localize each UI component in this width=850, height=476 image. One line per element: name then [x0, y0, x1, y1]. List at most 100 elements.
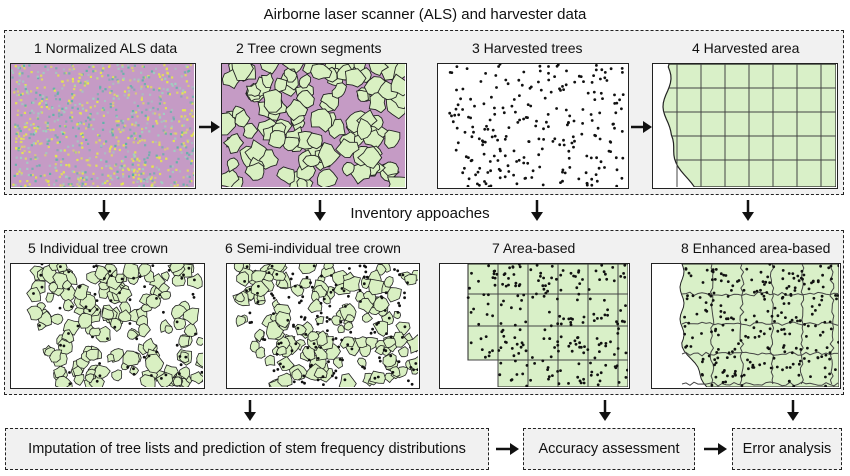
- tree-point: [798, 319, 802, 323]
- tree-point: [299, 285, 303, 289]
- tree-point: [766, 309, 770, 313]
- tree-point: [340, 287, 344, 290]
- panel-4-label: 4 Harvested area: [692, 40, 800, 56]
- tree-point: [299, 299, 303, 303]
- crown-segment: [145, 353, 165, 374]
- tree-point: [740, 384, 744, 387]
- tree-point: [613, 126, 616, 130]
- tree-point: [544, 291, 548, 295]
- tree-point: [611, 266, 615, 269]
- tree-point: [556, 322, 560, 326]
- tree-point: [547, 78, 551, 82]
- tree-point: [120, 277, 124, 281]
- arrow-down-icon: [742, 200, 754, 221]
- tree-point: [531, 356, 534, 359]
- crown-segment: [335, 138, 360, 158]
- tree-point: [501, 282, 504, 286]
- tree-point: [495, 86, 498, 89]
- panel-2-label: 2 Tree crown segments: [236, 40, 382, 56]
- tree-point: [282, 365, 285, 369]
- tree-point: [821, 285, 825, 289]
- tree-point: [835, 297, 838, 301]
- tree-point: [463, 130, 467, 134]
- tree-point: [564, 83, 568, 87]
- tree-point: [331, 338, 335, 341]
- tree-point: [138, 275, 142, 278]
- tree-point: [797, 362, 801, 366]
- tree-point: [453, 113, 457, 117]
- tree-point: [705, 268, 709, 272]
- tree-point: [695, 312, 699, 316]
- tree-point: [502, 111, 506, 115]
- tree-point: [595, 179, 599, 183]
- tree-point: [167, 268, 171, 272]
- tree-point: [715, 351, 719, 354]
- tree-point: [763, 297, 766, 301]
- tree-point: [491, 314, 494, 318]
- crown-segment: [339, 336, 356, 349]
- tree-point: [616, 332, 620, 335]
- tree-point: [275, 272, 279, 276]
- tree-point: [396, 269, 400, 273]
- tree-point: [783, 350, 787, 354]
- tree-point: [40, 285, 44, 289]
- tree-point: [726, 295, 730, 298]
- tree-point: [622, 272, 625, 275]
- tree-point: [517, 78, 521, 82]
- tree-point: [587, 288, 591, 291]
- tree-point: [484, 72, 487, 75]
- tree-point: [787, 302, 791, 305]
- tree-point: [128, 322, 132, 325]
- tree-point: [327, 360, 330, 364]
- tree-point: [547, 375, 551, 378]
- tree-point: [613, 93, 616, 97]
- tree-point: [742, 288, 746, 292]
- tree-point: [819, 264, 822, 268]
- tree-point: [590, 177, 594, 181]
- tree-point: [626, 368, 628, 372]
- arrow-down-icon: [244, 400, 256, 421]
- tree-point: [507, 283, 510, 287]
- tree-point: [267, 271, 271, 274]
- tree-point: [598, 137, 602, 141]
- tree-point: [614, 156, 618, 160]
- crown-segment: [45, 292, 55, 303]
- tree-point: [599, 91, 603, 95]
- harvested-trees-image: [448, 64, 625, 187]
- tree-point: [517, 158, 521, 162]
- error-analysis-box: Error analysis: [732, 428, 842, 470]
- tree-point: [477, 322, 481, 326]
- crown-segment: [262, 272, 275, 282]
- tree-point: [576, 336, 580, 339]
- arrow-down-icon: [98, 200, 110, 221]
- crown-segment: [254, 328, 265, 343]
- tree-point: [781, 277, 785, 281]
- tree-point: [595, 156, 598, 160]
- tree-point: [548, 337, 552, 340]
- tree-point: [600, 68, 604, 72]
- tree-point: [620, 176, 624, 180]
- crown-segment: [327, 118, 346, 140]
- tree-point: [486, 171, 490, 174]
- crown-segment: [93, 364, 111, 379]
- tree-point: [377, 321, 380, 325]
- tree-point: [485, 313, 489, 316]
- tree-point: [781, 269, 785, 272]
- tree-point: [540, 147, 544, 151]
- tree-point: [93, 292, 97, 296]
- tree-point: [559, 335, 563, 339]
- tree-point: [287, 295, 291, 299]
- tree-point: [577, 362, 581, 366]
- tree-point: [319, 301, 323, 305]
- tree-point: [723, 311, 726, 314]
- tree-point: [556, 340, 560, 344]
- crown-segment: [236, 271, 250, 287]
- tree-point: [362, 275, 366, 279]
- tree-point: [296, 326, 300, 330]
- tree-point: [358, 264, 362, 268]
- tree-point: [497, 65, 500, 68]
- tree-point: [559, 288, 563, 292]
- tree-point: [513, 336, 517, 339]
- tree-point: [806, 324, 810, 328]
- tree-point: [572, 119, 576, 123]
